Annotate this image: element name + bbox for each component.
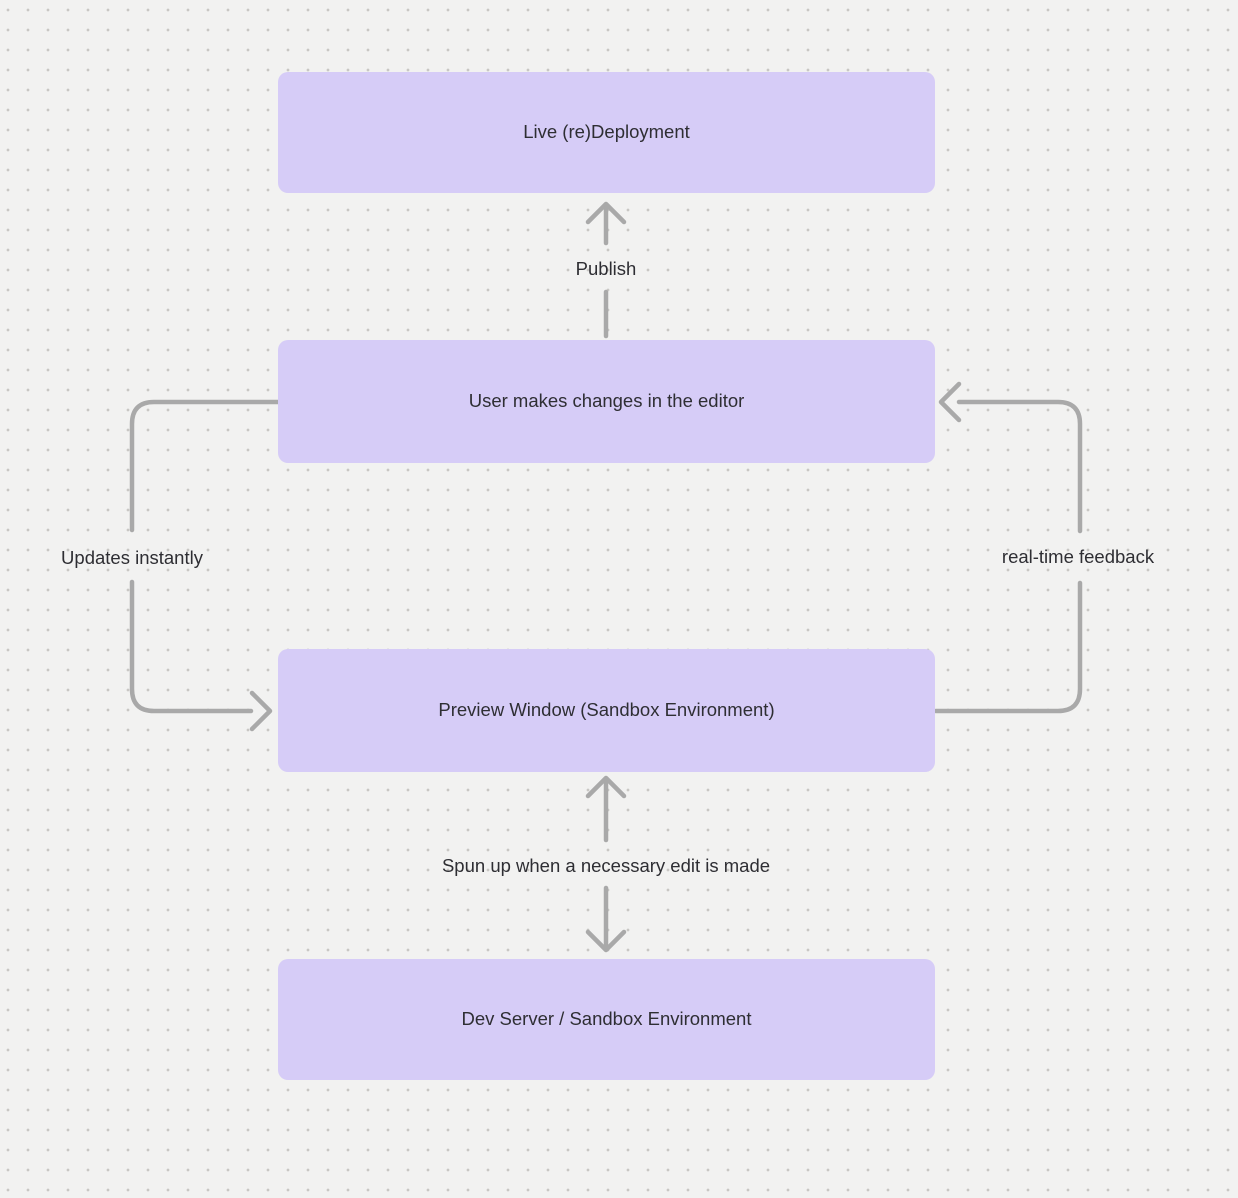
- node-label: Preview Window (Sandbox Environment): [438, 699, 775, 721]
- node-dev-server: Dev Server / Sandbox Environment: [278, 959, 935, 1080]
- arrowhead-left-icon: [938, 381, 962, 423]
- arrowhead-down-icon: [585, 929, 627, 953]
- edge-label-real-time-feedback: real-time feedback: [1001, 546, 1155, 567]
- node-preview-window: Preview Window (Sandbox Environment): [278, 649, 935, 772]
- node-label: Dev Server / Sandbox Environment: [461, 1008, 752, 1030]
- edge-label-publish: Publish: [575, 258, 637, 279]
- node-user-editor: User makes changes in the editor: [278, 340, 935, 463]
- node-label: Live (re)Deployment: [523, 121, 690, 143]
- node-label: User makes changes in the editor: [468, 390, 745, 412]
- edge-label-updates-instantly: Updates instantly: [61, 547, 203, 568]
- arrowhead-up-icon: [585, 201, 627, 225]
- node-live-deployment: Live (re)Deployment: [278, 72, 935, 193]
- arrowhead-right-icon: [249, 690, 273, 732]
- edge-label-spun-up: Spun up when a necessary edit is made: [441, 855, 771, 876]
- arrowhead-up-icon: [585, 775, 627, 799]
